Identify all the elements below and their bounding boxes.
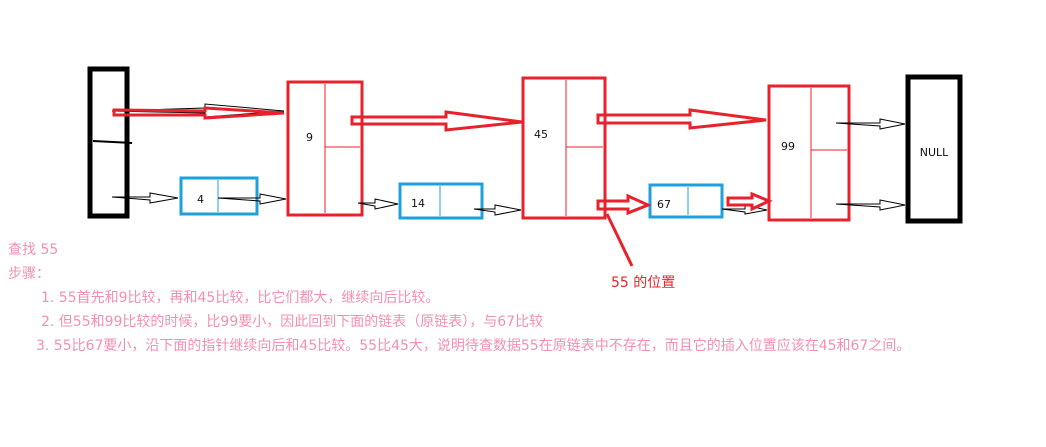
- description-title: 查找 55: [8, 242, 59, 258]
- step-2: 2. 但55和99比较的时候，比99要小，因此回到下面的链表（原链表），与67比…: [41, 314, 544, 330]
- upper-node-45: 45: [521, 76, 607, 220]
- head-divider: [92, 140, 133, 144]
- upper-node-label: 45: [534, 128, 548, 141]
- callout-pointer: [605, 213, 634, 267]
- lower-node-4: 4: [179, 176, 259, 216]
- lower-node-label: 67: [657, 198, 671, 211]
- lower-node-67: 67: [648, 183, 724, 219]
- upper-node-9: 9: [286, 80, 364, 217]
- step-1: 1. 55首先和9比较，再和45比较，比它们都大，继续向后比较。: [41, 290, 440, 306]
- pointer-arrows: [111, 103, 906, 216]
- search-path-arrows: [112, 106, 773, 216]
- upper-node-label: 99: [781, 140, 795, 153]
- step-3: 3. 55比67要小，沿下面的指针继续向后和45比较。55比45大，说明待查数据…: [36, 338, 911, 354]
- null-node: [905, 74, 963, 224]
- callout-label: 55 的位置: [611, 275, 675, 291]
- lower-node-label: 14: [411, 197, 425, 210]
- lower-node-14: 14: [398, 182, 484, 220]
- lower-node-label: 4: [197, 193, 204, 206]
- null-label: NULL: [920, 146, 949, 159]
- upper-node-99: 99: [767, 84, 851, 222]
- steps-label: 步骤：: [8, 266, 50, 282]
- description-block: 查找 55 步骤： 1. 55首先和9比较，再和45比较，比它们都大，继续向后比…: [8, 238, 1038, 358]
- upper-node-label: 9: [306, 131, 313, 144]
